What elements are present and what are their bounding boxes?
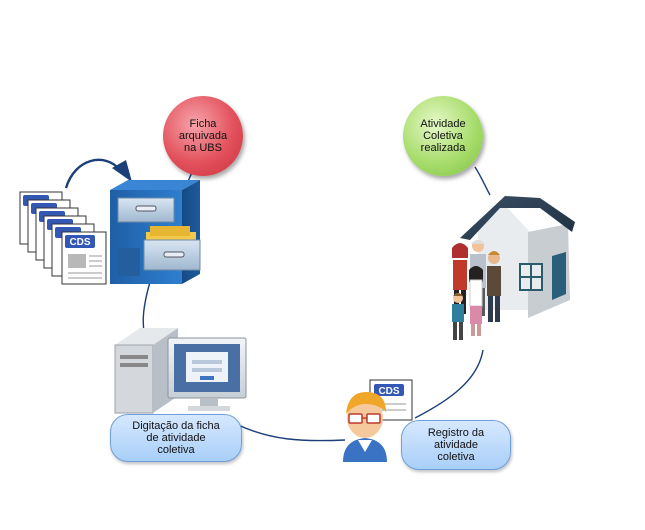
stacked-forms-icon: CDS: [19, 191, 107, 285]
form-tag: CDS: [69, 237, 90, 248]
typing-node: Digitação da ficha de atividade coletiva: [110, 414, 242, 462]
register-node: Registro da atividade coletiva: [401, 420, 511, 470]
person-icon: [343, 392, 387, 462]
form-tag-2: CDS: [378, 386, 399, 397]
house-family-icon: [452, 196, 575, 340]
activity-node: Atividade Coletiva realizada: [403, 96, 483, 176]
filing-cabinet-icon: [110, 180, 201, 284]
computer-icon: [114, 328, 247, 414]
arrow-to-cabinet: [64, 158, 132, 189]
archived-node: Ficha arquivada na UBS: [163, 96, 243, 176]
